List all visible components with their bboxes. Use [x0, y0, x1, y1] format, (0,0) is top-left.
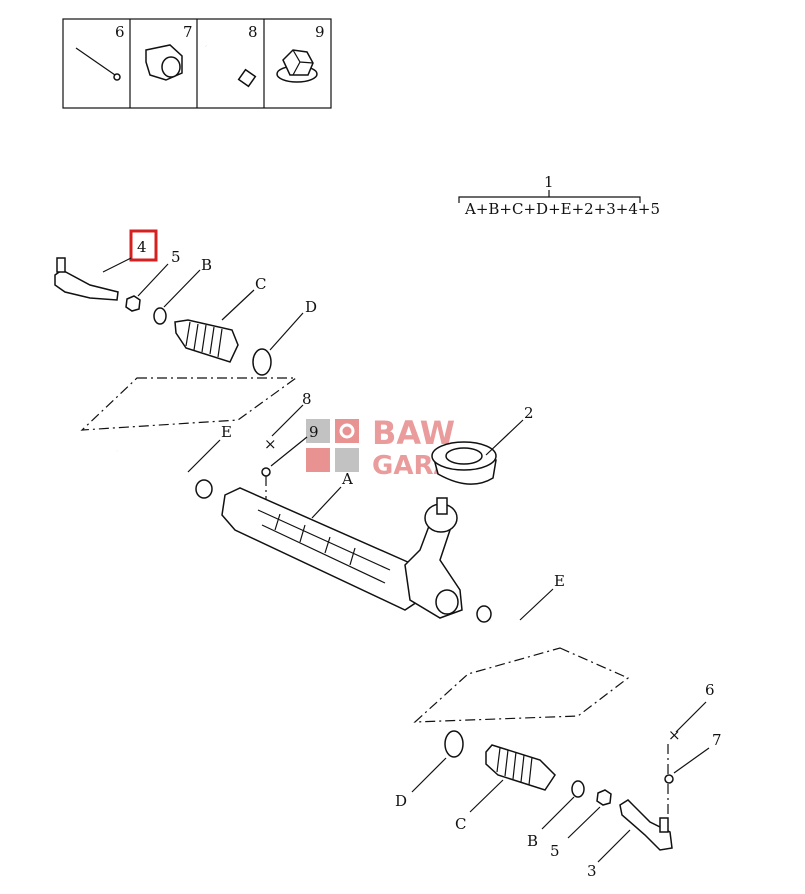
piston-icon: [306, 419, 330, 443]
inner-tie-rod-right-e[interactable]: E: [476, 572, 565, 648]
callout-right-b: B: [527, 832, 538, 850]
cotter-pin-icon: [75, 47, 121, 81]
clamp-left-b[interactable]: B: [153, 256, 212, 325]
callout-right-7: 7: [712, 731, 722, 749]
seal-2[interactable]: 2: [431, 404, 534, 485]
flange-nut-icon: [276, 49, 318, 83]
callout-9: 9: [309, 423, 319, 441]
tie-rod-end-left[interactable]: [54, 257, 132, 301]
castle-nut-icon: [145, 44, 183, 81]
boot-right-c[interactable]: C: [455, 744, 556, 833]
cotter-pin-6-marker[interactable]: × 6: [668, 681, 715, 744]
callout-right-e: E: [554, 572, 565, 590]
callout-8: 8: [302, 390, 312, 408]
boot-assembly-outline-right: [413, 647, 630, 723]
callout-right-d: D: [395, 792, 407, 810]
callout-left-b: B: [201, 256, 212, 274]
legend-number-8: 8: [248, 23, 258, 41]
callout-right-6: 6: [705, 681, 715, 699]
legend-number-7: 7: [183, 23, 193, 41]
bolt-icon: [204, 44, 257, 88]
callout-left-5: 5: [171, 248, 181, 266]
callout-right-c: C: [455, 815, 466, 833]
spark-plug-icon: [335, 448, 359, 472]
ring-left-d[interactable]: D: [252, 298, 317, 376]
nut-right-5[interactable]: 5: [550, 789, 612, 860]
callout-left-d: D: [305, 298, 317, 316]
gear-icon: [335, 419, 359, 443]
highlight-box: [129, 229, 158, 262]
steering-rack-a[interactable]: A: [221, 470, 463, 619]
callout-right-3: 3: [587, 862, 597, 880]
tie-rod-end-right[interactable]: 3: [587, 744, 673, 880]
parts-legend-table: 6 7 8 9: [62, 18, 332, 109]
callout-4[interactable]: 4: [137, 238, 147, 256]
timing-belt-icon: [306, 448, 330, 472]
callout-right-5: 5: [550, 842, 560, 860]
bolt-8-marker[interactable]: × 8: [264, 390, 312, 453]
ring-right-d[interactable]: D: [395, 730, 464, 810]
assembly-formula: 1 A+B+C+D+E+2+3+4+5: [458, 173, 660, 218]
callout-left-c: C: [255, 275, 266, 293]
nut-left-5[interactable]: 5: [125, 248, 181, 312]
assembly-number: 1: [544, 173, 554, 191]
inner-tie-rod-left-e[interactable]: E: [116, 423, 232, 499]
castle-nut-7-marker[interactable]: 7: [664, 731, 722, 784]
callout-left-e: E: [221, 423, 232, 441]
clamp-right-b[interactable]: B: [527, 780, 585, 850]
assembly-formula-text: A+B+C+D+E+2+3+4+5: [464, 200, 660, 218]
callout-2: 2: [524, 404, 534, 422]
svg-text:×: ×: [264, 435, 277, 453]
pin-9-marker[interactable]: 9: [261, 423, 319, 500]
boot-assembly-outline-left: [80, 377, 298, 431]
boot-left-c[interactable]: C: [174, 275, 266, 363]
callout-a: A: [341, 470, 353, 488]
legend-number-9: 9: [315, 23, 325, 41]
legend-number-6: 6: [115, 23, 125, 41]
